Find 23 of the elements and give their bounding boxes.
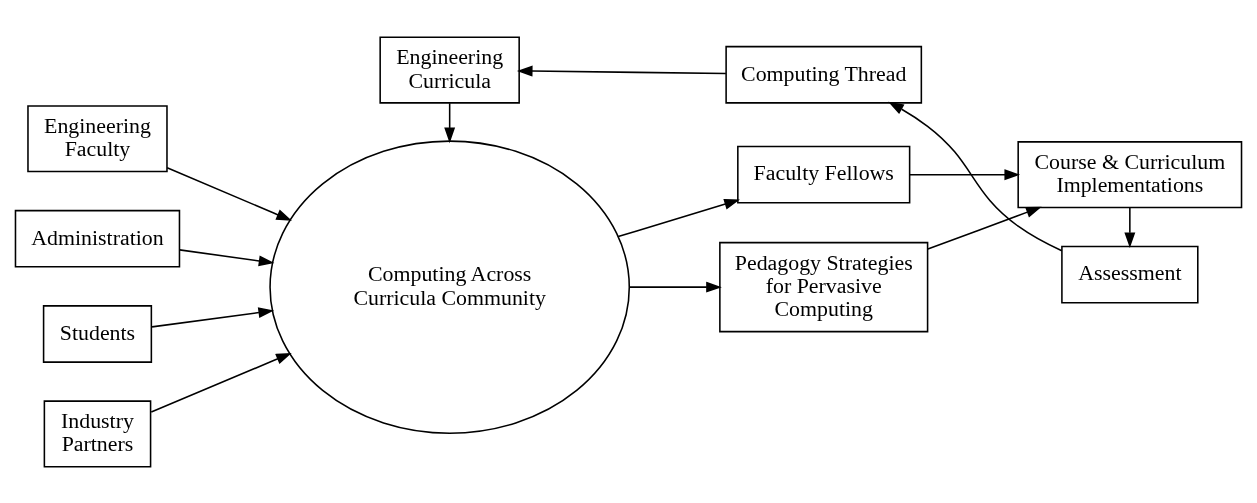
- node-ellipse: Computing Across Curricula Community: [269, 139, 631, 434]
- node-box: Assessment: [1061, 245, 1199, 304]
- arrow: [151, 306, 275, 328]
- arrow: [444, 101, 456, 143]
- node-box: Computing Thread: [725, 45, 923, 104]
- node-box: Engineering Curricula: [379, 35, 520, 104]
- arrow: [617, 198, 740, 237]
- node-box: Students: [42, 304, 153, 363]
- node-box: Course & Curriculum Implementations: [1017, 140, 1243, 208]
- node-box: Engineering Faculty: [27, 104, 168, 172]
- arrow: [927, 206, 1042, 250]
- arrow: [178, 248, 275, 266]
- arrow: [166, 166, 292, 221]
- arrow: [888, 101, 1063, 252]
- node-box: Faculty Fellows: [737, 145, 911, 204]
- node-box: Pedagogy Strategies for Pervasive Computing: [719, 241, 929, 332]
- arrow: [908, 168, 1021, 180]
- arrow: [150, 352, 292, 413]
- node-box: Administration: [14, 209, 181, 268]
- arrow: [628, 281, 722, 293]
- arrow: [516, 65, 727, 77]
- node-box: Industry Partners: [43, 399, 152, 468]
- arrow: [1124, 206, 1136, 248]
